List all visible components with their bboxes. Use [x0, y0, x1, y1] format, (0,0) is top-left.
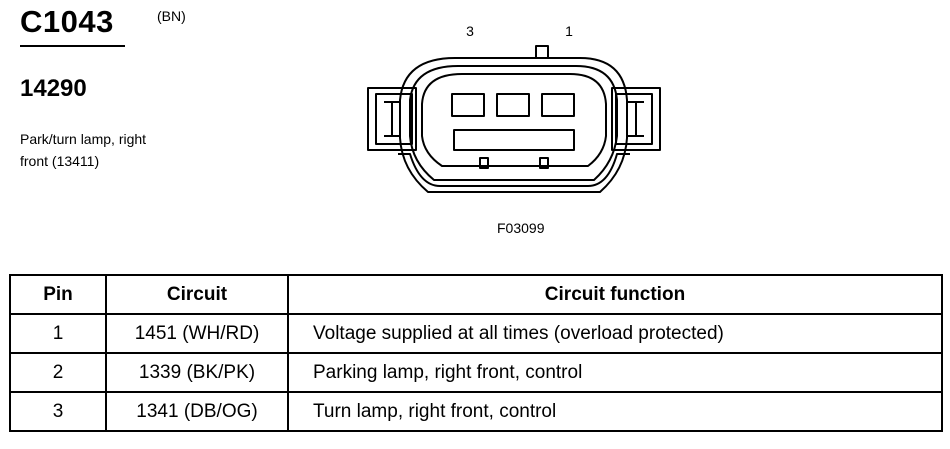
housing-skirt — [398, 153, 630, 187]
connector-color-code: (BN) — [157, 8, 186, 24]
cell-circuit: 1341 (DB/OG) — [105, 391, 289, 432]
pin-label-3: 3 — [466, 23, 474, 39]
left-latch — [367, 87, 417, 151]
lower-tab-right — [539, 157, 549, 169]
part-number: 14290 — [20, 75, 87, 102]
table-row: 2 1339 (BK/PK) Parking lamp, right front… — [9, 352, 943, 393]
cell-function: Voltage supplied at all times (overload … — [287, 313, 943, 354]
cell-circuit: 1339 (BK/PK) — [105, 352, 289, 393]
lower-slot — [453, 129, 575, 151]
lower-tab-left — [479, 157, 489, 169]
cell-function: Turn lamp, right front, control — [287, 391, 943, 432]
right-latch — [611, 87, 661, 151]
connector-description: Park/turn lamp, right front (13411) — [20, 128, 146, 172]
header-circuit: Circuit — [105, 274, 289, 315]
description-line-2: front (13411) — [20, 153, 100, 169]
connector-id-underline — [20, 45, 125, 47]
cell-circuit: 1451 (WH/RD) — [105, 313, 289, 354]
connector-housing-outer — [399, 57, 628, 193]
connector-id: C1043 — [20, 4, 114, 39]
connector-housing-inner — [409, 65, 618, 181]
header-pin: Pin — [9, 274, 107, 315]
description-line-1: Park/turn lamp, right — [20, 131, 147, 147]
header-circuit-function: Circuit function — [287, 274, 943, 315]
cell-pin: 2 — [9, 352, 107, 393]
table-row: 1 1451 (WH/RD) Voltage supplied at all t… — [9, 313, 943, 354]
terminal-cavity-3 — [451, 93, 485, 117]
connector-cavity-face — [421, 73, 607, 167]
pin-label-1: 1 — [565, 23, 573, 39]
connector-face-diagram: 3 1 — [367, 23, 661, 193]
cell-pin: 3 — [9, 391, 107, 432]
top-key — [535, 45, 549, 59]
cell-function: Parking lamp, right front, control — [287, 352, 943, 393]
cell-pin: 1 — [9, 313, 107, 354]
figure-code: F03099 — [497, 220, 545, 236]
table-header-row: Pin Circuit Circuit function — [9, 274, 943, 315]
terminal-cavity-1 — [541, 93, 575, 117]
table-row: 3 1341 (DB/OG) Turn lamp, right front, c… — [9, 391, 943, 432]
terminal-cavity-2 — [496, 93, 530, 117]
pin-table: Pin Circuit Circuit function 1 1451 (WH/… — [9, 274, 943, 432]
